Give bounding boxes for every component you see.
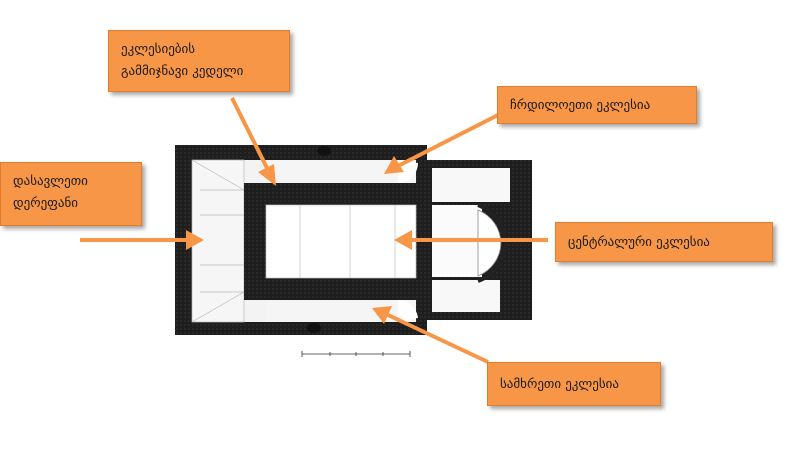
arrows bbox=[80, 97, 548, 364]
callout-central-church-text: ცენტრალური ეკლესია bbox=[568, 235, 710, 250]
callout-dividing-wall: ეკლესიების გამმიჯნავი კედელი bbox=[108, 30, 290, 92]
callout-central-church: ცენტრალური ეკლესია bbox=[555, 222, 773, 262]
callout-dividing-wall-line1: ეკლესიების bbox=[121, 42, 196, 57]
central-nave bbox=[265, 204, 417, 279]
arrow-north-church bbox=[384, 112, 501, 174]
callout-north-church: ჩრდილოეთი ეკლესია bbox=[497, 86, 697, 124]
callout-dividing-wall-line2: გამმიჯნავი კედელი bbox=[121, 64, 244, 79]
callout-north-church-text: ჩრდილოეთი ეკლესია bbox=[510, 98, 651, 113]
callout-west-gate-line2: დერეფანი bbox=[13, 196, 79, 211]
callout-west-gate: დასავლეთი დერეფანი bbox=[0, 162, 142, 226]
arrow-dividing-wall bbox=[230, 97, 276, 186]
callout-south-church-text: სამხრეთი ეკლესია bbox=[500, 377, 619, 392]
arrow-west-gate bbox=[80, 230, 204, 250]
arrow-south-church bbox=[372, 306, 489, 364]
callout-west-gate-line1: დასავლეთი bbox=[13, 174, 88, 189]
arrow-central-church bbox=[394, 230, 548, 250]
scale-bar bbox=[301, 351, 411, 357]
callout-south-church: სამხრეთი ეკლესია bbox=[487, 362, 661, 406]
